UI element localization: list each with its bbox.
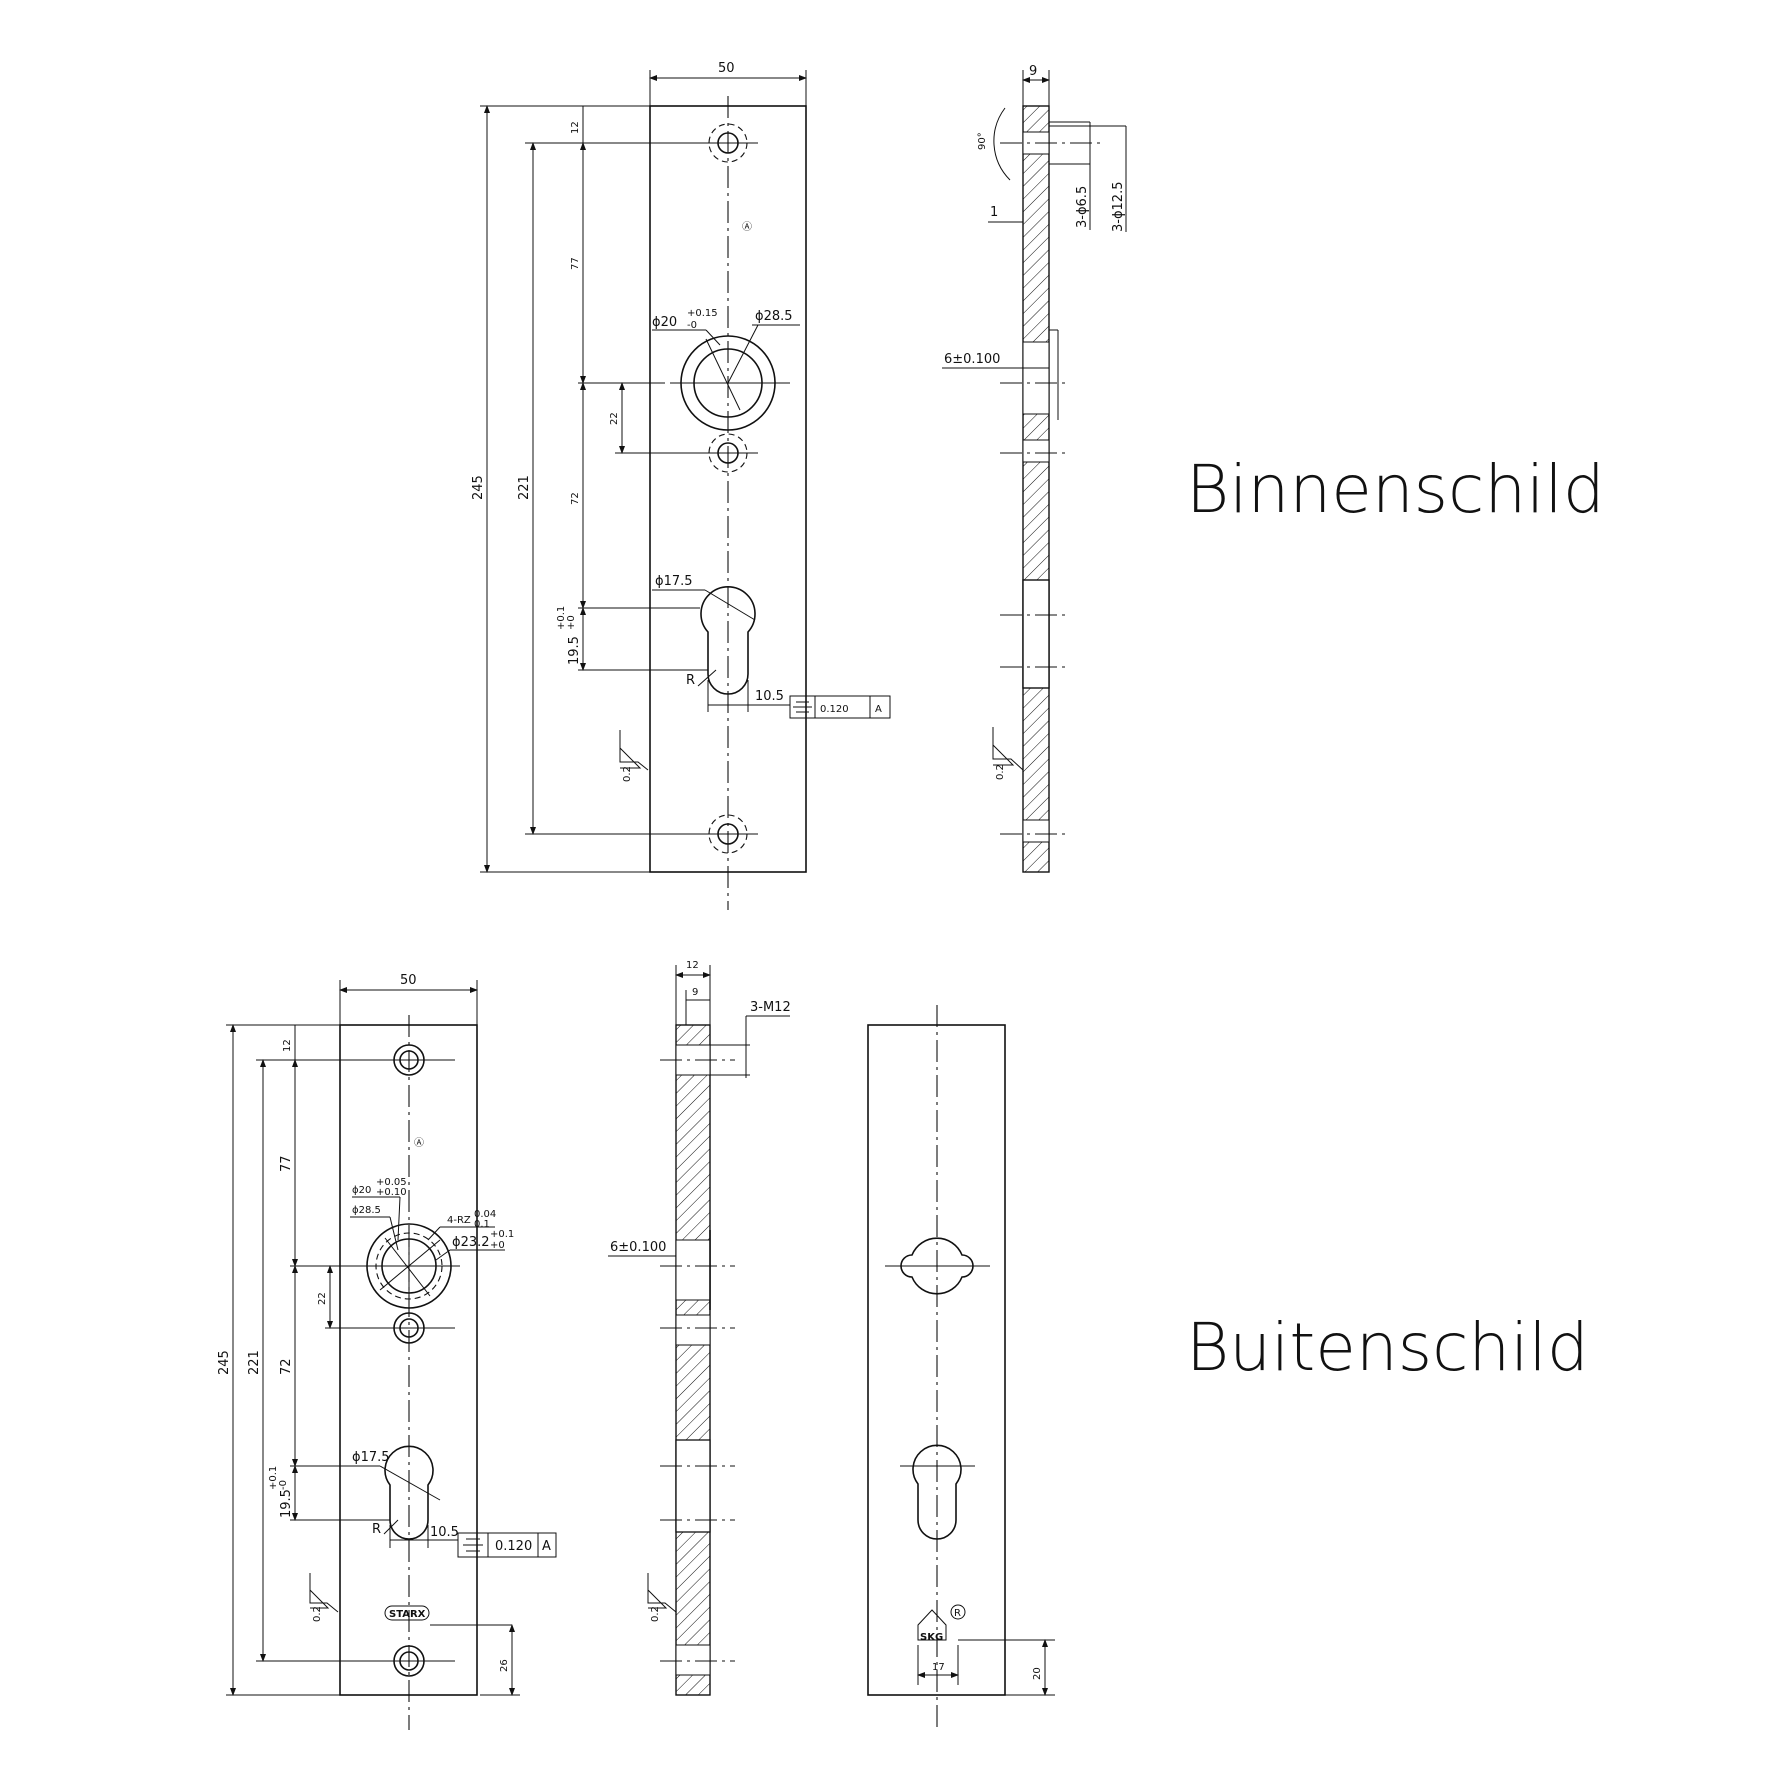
outer-handle-hole <box>360 1223 460 1309</box>
inner-tolerance-frame: 0.120 A <box>789 695 891 719</box>
outer-d20-tol-minus: +0.10 <box>376 1187 407 1198</box>
outer-back-logo-width: 17 <box>932 1662 945 1673</box>
title-buitenschild: Buitenschild <box>1186 1309 1589 1386</box>
inner-width-label: 50 <box>718 61 735 76</box>
inner-side-body <box>1022 105 1050 873</box>
outer-radius-label: R <box>372 1522 381 1537</box>
outer-d17-label: ϕ17.5 <box>352 1450 390 1465</box>
outer-d28-label: ϕ28.5 <box>352 1205 381 1216</box>
outer-slot-width-label: 10.5 <box>430 1525 459 1540</box>
outer-back-view: SKG R 17 20 <box>867 1005 1055 1730</box>
outer-d23-tol-plus: +0.1 <box>490 1229 514 1240</box>
inner-slot-tol-plus: +0.1 <box>556 606 567 630</box>
outer-to-handle-label: 77 <box>279 1155 294 1172</box>
outer-starx-logo: STARX <box>384 1605 512 1626</box>
inner-d28-label: ϕ28.5 <box>755 309 793 324</box>
outer-slot-label: 19.5 <box>279 1489 294 1518</box>
outer-spacing-label: 221 <box>247 1350 262 1375</box>
inner-side-roughness: 0.2 <box>992 727 1024 780</box>
outer-tolerance-frame: 0.120 A <box>457 1532 557 1558</box>
outer-side-thread: 3-M12 <box>750 1000 791 1015</box>
outer-back-rosette-cutout <box>885 1237 990 1295</box>
outer-d23-tol-minus: +0 <box>490 1240 505 1251</box>
outer-width-label: 50 <box>400 973 417 988</box>
inner-d17-label: ϕ17.5 <box>655 574 693 589</box>
outer-back-cylinder-cutout <box>900 1444 975 1540</box>
inner-top-hole <box>700 123 758 163</box>
svg-text:0.2: 0.2 <box>650 1606 661 1622</box>
inner-d20-label: ϕ20 <box>652 315 677 330</box>
inner-front-view: Ⓐ 50 245 221 12 77 72 22 19.5 +0.1 +0 ϕ2… <box>471 61 891 910</box>
outer-d20-label: ϕ20 <box>352 1185 371 1196</box>
outer-side-roughness: 0.2 <box>647 1573 677 1622</box>
outer-datum-circle: Ⓐ <box>414 1137 424 1149</box>
outer-side-thickness: 12 <box>686 960 699 971</box>
outer-hole-gap-label: 22 <box>317 1292 328 1305</box>
inner-tol-value: 0.120 <box>820 704 849 715</box>
outer-back-logo-height: 20 <box>1032 1667 1043 1680</box>
inner-cylinder-hole <box>700 586 756 695</box>
svg-text:0.2: 0.2 <box>622 766 633 782</box>
outer-side-inner-thickness: 9 <box>692 987 698 998</box>
outer-height-label: 245 <box>217 1350 232 1375</box>
outer-roughness-symbol: 0.2 <box>309 1573 339 1622</box>
inner-top-offset-label: 12 <box>570 121 581 134</box>
inner-height-label: 245 <box>471 475 486 500</box>
outer-side-boss: 6±0.100 <box>610 1240 666 1255</box>
inner-side-boss: 6±0.100 <box>944 352 1000 367</box>
inner-side-hole-small: 3-ϕ6.5 <box>1075 186 1090 228</box>
outer-side-view: 12 9 3-M12 6±0.100 0.2 <box>608 960 791 1696</box>
inner-side-recess: 1 <box>990 205 998 220</box>
outer-side-body <box>675 1024 711 1696</box>
inner-to-cyl-label: 72 <box>570 492 581 505</box>
inner-d20-tol-minus: -0 <box>687 320 697 331</box>
inner-side-angle: 90° <box>977 132 988 150</box>
svg-text:SKG: SKG <box>920 1632 943 1643</box>
svg-text:STARX: STARX <box>389 1609 426 1620</box>
outer-rz-tol-minus: 0.1 <box>474 1219 490 1230</box>
inner-handle-hole <box>670 324 790 431</box>
outer-d23-label: ϕ23.2 <box>452 1235 490 1250</box>
inner-spacing-label: 221 <box>517 475 532 500</box>
outer-logo-dist: 26 <box>499 1659 510 1672</box>
inner-side-view: 9 90° 1 3-ϕ6.5 3-ϕ12.5 6±0.100 0.2 <box>942 64 1127 873</box>
svg-text:0.2: 0.2 <box>995 764 1006 780</box>
outer-slot-tol-minus: -0 <box>278 1480 289 1490</box>
inner-side-thickness: 9 <box>1029 64 1037 79</box>
title-binnenschild: Binnenschild <box>1186 451 1605 528</box>
outer-rz-tol-plus: 0.04 <box>474 1209 496 1220</box>
inner-radius-label: R <box>686 673 695 688</box>
outer-d20-tol-plus: +0.05 <box>376 1177 407 1188</box>
svg-text:R: R <box>954 1608 961 1619</box>
outer-back-skg-logo: SKG R <box>917 1604 966 1643</box>
inner-slot-width-label: 10.5 <box>755 689 784 704</box>
outer-tol-value: 0.120 <box>495 1539 532 1554</box>
svg-text:0.2: 0.2 <box>312 1606 323 1622</box>
outer-tol-datum: A <box>542 1539 551 1554</box>
inner-d20-tol-plus: +0.15 <box>687 308 718 319</box>
outer-bottom-hole <box>365 1645 455 1677</box>
inner-hole-gap-label: 22 <box>609 412 620 425</box>
outer-top-hole <box>365 1044 455 1076</box>
outer-to-cyl-label: 72 <box>279 1358 294 1375</box>
outer-front-view: Ⓐ 50 245 221 12 77 72 22 19.5 +0.1 -0 ϕ2… <box>217 973 557 1730</box>
inner-small-hole <box>700 433 758 473</box>
inner-side-hole-large: 3-ϕ12.5 <box>1111 182 1126 232</box>
inner-to-handle-label: 77 <box>570 257 581 270</box>
outer-rz-label: 4-RZ <box>447 1215 471 1226</box>
inner-slot-tol-minus: +0 <box>566 615 577 630</box>
outer-top-offset-label: 12 <box>282 1039 293 1052</box>
inner-tol-datum: A <box>875 704 882 715</box>
inner-slot-label: 19.5 <box>567 636 582 665</box>
inner-datum-circle: Ⓐ <box>742 221 752 233</box>
outer-slot-tol-plus: +0.1 <box>268 1466 279 1490</box>
outer-cylinder-hole <box>379 1445 441 1540</box>
inner-roughness-symbol: 0.2 <box>619 730 649 782</box>
inner-bottom-hole <box>700 814 758 854</box>
